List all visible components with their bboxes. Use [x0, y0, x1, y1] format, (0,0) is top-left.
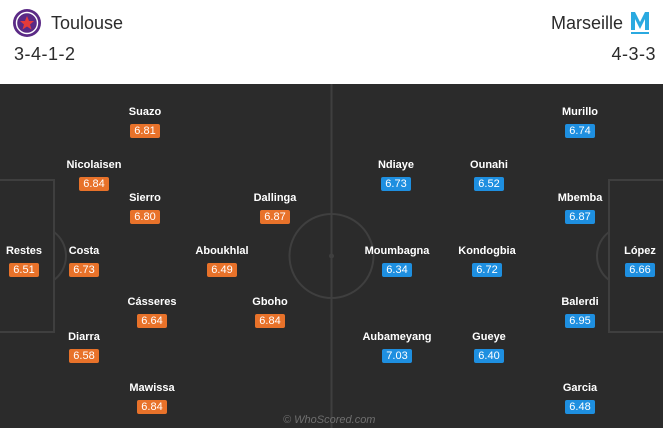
- player-rating: 6.64: [137, 314, 167, 328]
- player-rating: 6.84: [255, 314, 285, 328]
- player-name: Cásseres: [127, 296, 177, 308]
- player-name: Mbemba: [557, 192, 603, 204]
- player-balerdi[interactable]: Balerdi 6.95: [555, 296, 605, 328]
- player-name: Nicolaisen: [66, 159, 122, 171]
- away-team-name[interactable]: Marseille: [550, 13, 623, 33]
- player-sierro[interactable]: Sierro 6.80: [122, 192, 168, 224]
- player-rating: 6.80: [130, 210, 160, 224]
- player-rating: 6.34: [382, 263, 412, 277]
- player-gueye[interactable]: Gueye 6.40: [464, 331, 514, 363]
- player-lopez[interactable]: López 6.66: [620, 245, 660, 277]
- player-moumbagna[interactable]: Moumbagna 6.34: [346, 245, 448, 277]
- player-rating: 6.51: [9, 263, 39, 277]
- player-restes[interactable]: Restes 6.51: [2, 245, 46, 277]
- player-aboukhlal[interactable]: Aboukhlal 6.49: [187, 245, 257, 277]
- player-name: Mawissa: [129, 382, 175, 394]
- player-garcia[interactable]: Garcia 6.48: [555, 382, 605, 414]
- match-header: Toulouse 3-4-1-2 Marseille 4-3-3: [0, 0, 663, 84]
- player-mawissa[interactable]: Mawissa 6.84: [122, 382, 182, 414]
- player-rating: 6.48: [565, 400, 595, 414]
- player-rating: 6.58: [69, 349, 99, 363]
- player-diarra[interactable]: Diarra 6.58: [62, 331, 106, 363]
- player-rating: 6.87: [565, 210, 595, 224]
- player-nicolaisen[interactable]: Nicolaisen 6.84: [62, 159, 126, 191]
- player-casseres[interactable]: Cásseres 6.64: [122, 296, 182, 328]
- player-name: Moumbagna: [364, 245, 430, 257]
- player-name: Sierro: [129, 192, 161, 204]
- player-costa[interactable]: Costa 6.73: [62, 245, 106, 277]
- marseille-crest-icon: [631, 12, 649, 34]
- player-rating: 7.03: [382, 349, 412, 363]
- home-team-name[interactable]: Toulouse: [51, 13, 124, 33]
- player-name: Dallinga: [253, 192, 297, 204]
- player-name: Diarra: [68, 331, 100, 343]
- player-kondogbia[interactable]: Kondogbia 6.72: [448, 245, 526, 277]
- player-ndiaye[interactable]: Ndiaye 6.73: [371, 159, 421, 191]
- player-gboho[interactable]: Gboho 6.84: [245, 296, 295, 328]
- watermark: © WhoScored.com: [283, 414, 376, 426]
- player-rating: 6.66: [625, 263, 655, 277]
- player-name: Suazo: [128, 106, 162, 118]
- pitch: Restes 6.51 Nicolaisen 6.84 Costa 6.73 D…: [0, 84, 663, 428]
- player-name: Gueye: [472, 331, 506, 343]
- player-name: Aboukhlal: [195, 245, 249, 257]
- player-dallinga[interactable]: Dallinga 6.87: [245, 192, 305, 224]
- player-name: Ounahi: [470, 159, 508, 171]
- player-rating: 6.81: [130, 124, 160, 138]
- player-name: Ndiaye: [377, 159, 415, 171]
- player-murillo[interactable]: Murillo 6.74: [555, 106, 605, 138]
- player-ounahi[interactable]: Ounahi 6.52: [464, 159, 514, 191]
- away-formation: 4-3-3: [611, 44, 656, 64]
- player-rating: 6.73: [69, 263, 99, 277]
- player-name: Gboho: [252, 296, 288, 308]
- player-rating: 6.95: [565, 314, 595, 328]
- player-name: Murillo: [561, 106, 599, 118]
- player-mbemba[interactable]: Mbemba 6.87: [555, 192, 605, 224]
- player-rating: 6.84: [137, 400, 167, 414]
- player-rating: 6.52: [474, 177, 504, 191]
- player-aubameyang[interactable]: Aubameyang 7.03: [342, 331, 452, 363]
- player-name: Costa: [68, 245, 100, 257]
- player-name: Aubameyang: [362, 331, 432, 343]
- player-rating: 6.73: [381, 177, 411, 191]
- player-rating: 6.74: [565, 124, 595, 138]
- player-name: López: [624, 245, 656, 257]
- player-suazo[interactable]: Suazo 6.81: [122, 106, 168, 138]
- player-name: Kondogbia: [458, 245, 516, 257]
- player-rating: 6.72: [472, 263, 502, 277]
- player-name: Restes: [5, 245, 43, 257]
- player-rating: 6.87: [260, 210, 290, 224]
- toulouse-crest-icon: [13, 9, 41, 37]
- player-rating: 6.49: [207, 263, 237, 277]
- player-rating: 6.84: [79, 177, 109, 191]
- player-rating: 6.40: [474, 349, 504, 363]
- player-name: Balerdi: [561, 296, 599, 308]
- pitch-lines: [0, 84, 663, 428]
- player-name: Garcia: [562, 382, 598, 394]
- home-formation: 3-4-1-2: [14, 44, 76, 64]
